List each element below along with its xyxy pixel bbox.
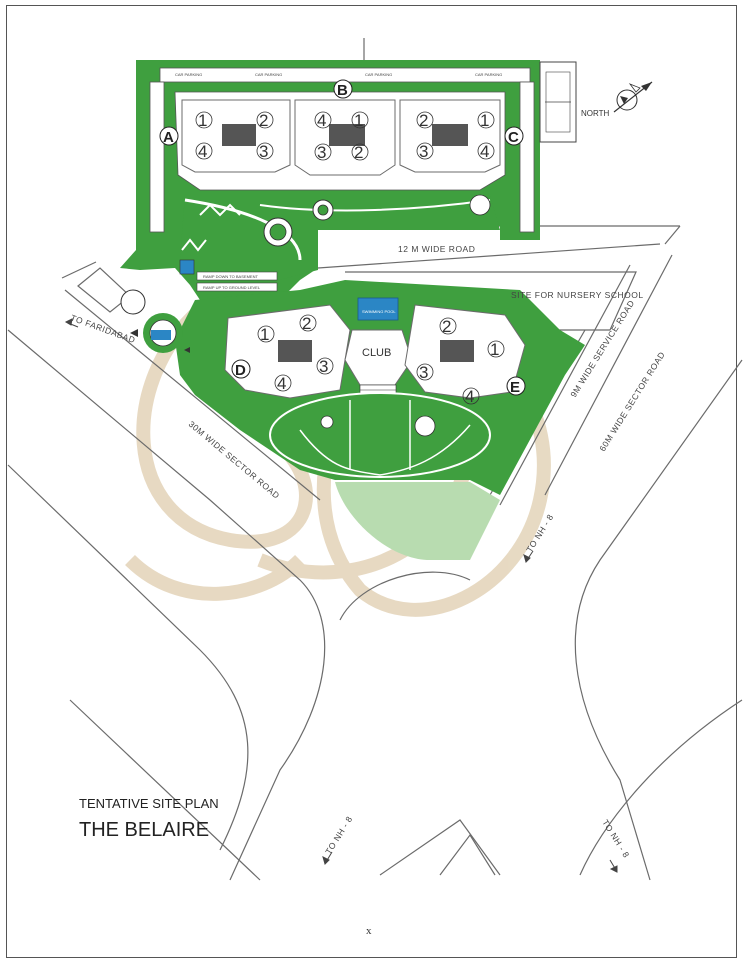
north-arrow-icon — [613, 81, 653, 113]
tower-b-label: B — [337, 82, 348, 99]
unit-number: 4 — [465, 387, 474, 406]
upper-plot — [120, 60, 577, 300]
car-parking-label: CAR PARKING — [175, 72, 202, 77]
plan-subtitle: TENTATIVE SITE PLAN — [79, 796, 219, 811]
to-faridabad-label: TO FARIDABAD — [69, 312, 137, 345]
north-label: NORTH — [581, 109, 610, 118]
club-label: CLUB — [362, 347, 391, 359]
ramp-up-label: RAMP UP TO GROUND LEVEL — [203, 285, 261, 290]
unit-number: 4 — [198, 142, 207, 161]
unit-number: 1 — [490, 340, 499, 359]
club-building: SWIMMING POOL — [344, 297, 413, 386]
unit-number-labels: 1 2 4 3 4 1 3 2 2 1 3 4 1 2 3 4 2 1 3 4 — [195, 111, 505, 406]
unit-number: 3 — [259, 142, 268, 161]
to-nh8-label: TO NH - 8 — [323, 814, 354, 856]
tower-d-building — [224, 304, 351, 399]
car-parking-label: CAR PARKING — [365, 72, 392, 77]
unit-number: 4 — [480, 142, 489, 161]
plan-title: THE BELAIRE — [79, 819, 209, 841]
unit-number: 4 — [277, 374, 286, 393]
unit-number: 4 — [317, 111, 326, 130]
unit-number: 2 — [354, 143, 363, 162]
unit-number: 1 — [260, 325, 269, 344]
tower-e-building — [404, 304, 526, 399]
page-mark: x — [366, 925, 372, 937]
sector-road-60m-label: 60M WIDE SECTOR ROAD — [597, 350, 667, 453]
car-parking-label: CAR PARKING — [255, 72, 282, 77]
unit-number: 3 — [419, 363, 428, 382]
tower-a-label: A — [163, 129, 174, 146]
unit-number: 1 — [480, 111, 489, 130]
road-12m-label: 12 M WIDE ROAD — [398, 244, 475, 254]
pool-label: SWIMMING POOL — [362, 309, 396, 314]
unit-number: 3 — [319, 357, 328, 376]
lower-plot: RAMP DOWN TO BASEMENT RAMP UP TO GROUND … — [120, 271, 585, 560]
unit-number: 3 — [419, 142, 428, 161]
unit-number: 2 — [259, 111, 268, 130]
tower-d-label: D — [235, 362, 246, 379]
tower-c-label: C — [508, 129, 519, 146]
unit-number: 2 — [302, 314, 311, 333]
car-parking-label: CAR PARKING — [475, 72, 502, 77]
unit-number: 2 — [419, 111, 428, 130]
unit-number: 1 — [198, 111, 207, 130]
tower-a-building — [181, 99, 291, 173]
tower-c-building — [399, 99, 501, 173]
direction-arrows — [64, 318, 618, 873]
ramp-down-label: RAMP DOWN TO BASEMENT — [203, 274, 258, 279]
tower-b-building — [294, 99, 396, 176]
unit-number: 3 — [317, 143, 326, 162]
unit-number: 1 — [354, 111, 363, 130]
page-border — [6, 5, 737, 958]
to-nh8-label: TO NH - 8 — [600, 818, 631, 860]
tower-markers: A B C D E — [159, 79, 526, 396]
tower-e-label: E — [510, 379, 520, 396]
nursery-school-label: SITE FOR NURSERY SCHOOL — [511, 290, 644, 300]
unit-number: 2 — [442, 317, 451, 336]
